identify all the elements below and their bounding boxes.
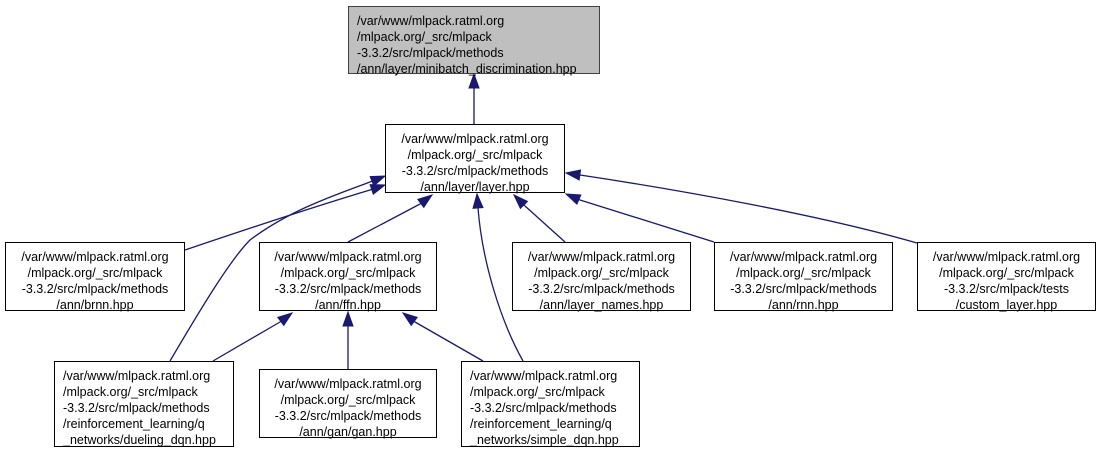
node-path-line: -3.3.2/src/mlpack/tests — [943, 282, 1070, 296]
node-path-line: /ann/ffn.hpp — [315, 298, 381, 312]
node-path-line: /var/www/mlpack.ratml.org — [470, 369, 618, 383]
node-path-line: -3.3.2/src/mlpack/methods — [357, 46, 504, 60]
arrowhead-icon — [369, 184, 387, 196]
edge-dueling_dqn-to-layer — [169, 181, 371, 362]
node-path-line: /var/www/mlpack.ratml.org — [729, 250, 878, 264]
node-path-line: /ann/layer/layer.hpp — [420, 180, 530, 194]
arrowhead-icon — [416, 194, 434, 209]
node-path-line: /mlpack.org/_src/mlpack — [470, 385, 605, 399]
node-path-line: -3.3.2/src/mlpack/methods — [274, 409, 422, 423]
arrowhead-icon — [369, 175, 387, 187]
node-path-line: /var/www/mlpack.ratml.org — [932, 250, 1081, 264]
node-path-line: /var/www/mlpack.ratml.org — [63, 369, 211, 383]
edge-dueling_dqn-to-ffn — [212, 321, 281, 362]
node-path-line: /reinforcement_learning/q — [63, 417, 205, 431]
node-path-line: /ann/layer_names.hpp — [539, 298, 664, 312]
edge-connector — [523, 204, 526, 207]
node-path-line: /mlpack.org/_src/mlpack — [407, 148, 543, 162]
node-custom-layer[interactable]: /var/www/mlpack.ratml.org /mlpack.org/_s… — [917, 242, 1096, 312]
node-path-line: /var/www/mlpack.ratml.org — [527, 250, 676, 264]
node-dueling-dqn[interactable]: /var/www/mlpack.ratml.org /mlpack.org/_s… — [54, 361, 234, 447]
node-path-line: /var/www/mlpack.ratml.org — [401, 132, 549, 146]
node-simple-dqn[interactable]: /var/www/mlpack.ratml.org /mlpack.org/_s… — [461, 361, 640, 447]
arrowhead-icon — [472, 192, 484, 209]
node-gan[interactable]: /var/www/mlpack.ratml.org /mlpack.org/_s… — [259, 369, 437, 439]
edge-connector — [413, 320, 416, 323]
node-path-line: -3.3.2/src/mlpack/methods — [528, 282, 675, 296]
edge-simple_dqn-to-ffn — [414, 321, 484, 362]
node-path-line: -3.3.2/src/mlpack/methods — [730, 282, 877, 296]
node-path-line: /ann/brnn.hpp — [56, 298, 134, 312]
node-path-line: -3.3.2/src/mlpack/methods — [470, 401, 617, 415]
edge-connector — [369, 180, 373, 183]
node-path-line: /mlpack.org/_src/mlpack — [534, 266, 669, 280]
node-minibatch-discrimination[interactable]: /var/www/mlpack.ratml.org /mlpack.org/_s… — [348, 6, 600, 76]
node-path-line: /mlpack.org/_src/mlpack — [939, 266, 1074, 280]
node-path-line: -3.3.2/src/mlpack/methods — [274, 282, 422, 296]
node-path-line: /mlpack.org/_src/mlpack — [280, 393, 416, 407]
arrowhead-icon — [342, 310, 354, 327]
edge-rnn-to-layer — [579, 199, 715, 243]
edge-layer_names-to-layer — [524, 205, 566, 243]
node-path-line: /reinforcement_learning/q — [470, 417, 612, 431]
node-path-line: /ann/rnn.hpp — [768, 298, 839, 312]
arrowhead-icon — [468, 72, 480, 89]
node-path-line: /var/www/mlpack.ratml.org — [357, 14, 505, 28]
node-ffn[interactable]: /var/www/mlpack.ratml.org /mlpack.org/_s… — [259, 242, 437, 312]
node-path-line: -3.3.2/src/mlpack/methods — [63, 401, 210, 415]
node-rnn[interactable]: /var/www/mlpack.ratml.org /mlpack.org/_s… — [714, 242, 893, 312]
node-path-line: _networks/simple_dqn.hpp — [470, 433, 619, 447]
node-path-line: /var/www/mlpack.ratml.org — [21, 250, 169, 264]
edge-brnn-to-layer — [184, 189, 371, 251]
node-path-line: /ann/gan/gan.hpp — [299, 425, 397, 439]
node-path-line: /var/www/mlpack.ratml.org — [274, 377, 422, 391]
edge-connector — [279, 320, 282, 323]
node-path-line: /mlpack.org/_src/mlpack — [27, 266, 163, 280]
arrowhead-icon — [564, 193, 582, 205]
node-path-line: /ann/layer/minibatch_discrimination.hpp — [357, 62, 577, 76]
node-layer[interactable]: /var/www/mlpack.ratml.org /mlpack.org/_s… — [385, 124, 565, 194]
node-path-line: /mlpack.org/_src/mlpack — [63, 385, 198, 399]
arrowhead-icon — [276, 312, 294, 327]
arrowhead-icon — [564, 169, 582, 181]
arrowhead-icon — [401, 312, 419, 327]
node-path-line: -3.3.2/src/mlpack/methods — [401, 164, 549, 178]
edge-ffn-to-layer — [347, 203, 421, 243]
node-brnn[interactable]: /var/www/mlpack.ratml.org /mlpack.org/_s… — [5, 242, 185, 312]
edge-connector — [419, 202, 422, 205]
node-path-line: /mlpack.org/_src/mlpack — [280, 266, 416, 280]
edge-connector — [369, 188, 372, 191]
node-path-line: /mlpack.org/_src/mlpack — [357, 30, 492, 44]
edge-custom_layer-to-layer — [579, 174, 918, 244]
node-layer-names[interactable]: /var/www/mlpack.ratml.org /mlpack.org/_s… — [512, 242, 691, 312]
node-path-line: -3.3.2/src/mlpack/methods — [21, 282, 169, 296]
node-path-line: /custom_layer.hpp — [955, 298, 1058, 312]
node-path-line: /mlpack.org/_src/mlpack — [736, 266, 871, 280]
node-path-line: /var/www/mlpack.ratml.org — [274, 250, 422, 264]
edge-simple_dqn-to-layer — [477, 207, 524, 362]
node-path-line: _networks/dueling_dqn.hpp — [63, 433, 216, 447]
